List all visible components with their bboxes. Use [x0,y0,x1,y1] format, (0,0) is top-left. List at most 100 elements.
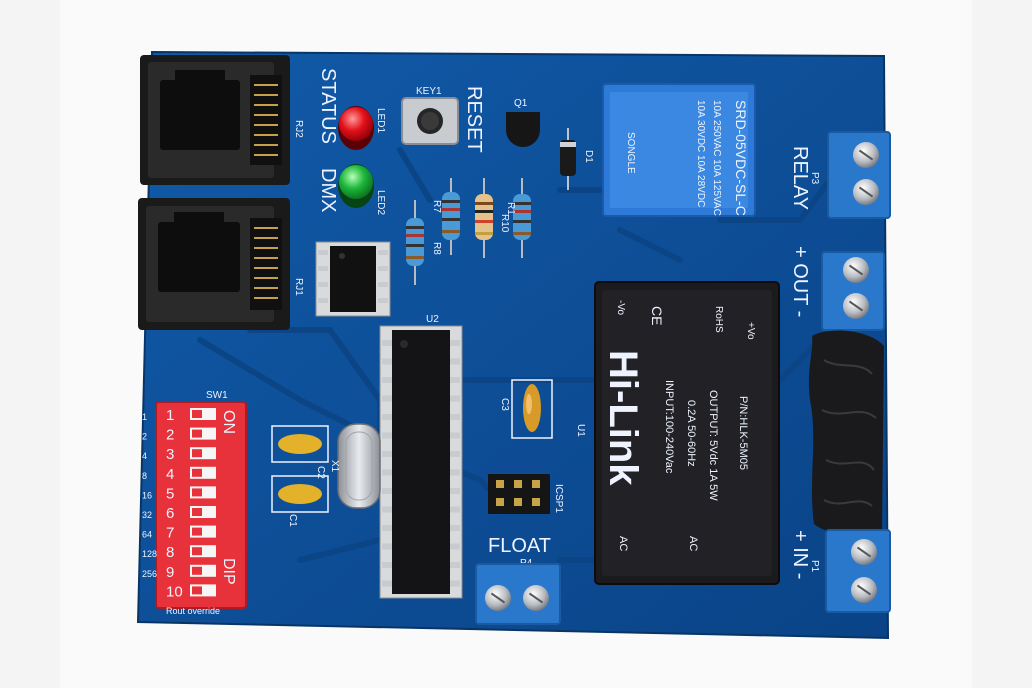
dip-on-label: ON [220,410,237,434]
terminal-block-in [825,529,891,613]
dip-switch-knob[interactable] [192,449,202,458]
rj45-connector-rj2 [140,55,290,185]
module-brand: Hi-Link [601,350,645,486]
module-ac-1: AC [617,536,629,551]
dip-switch-knob[interactable] [192,566,202,575]
dip-weight-number: 2 [142,432,147,442]
mcu-pin [450,469,460,476]
module-part-number: P/N:HLK-5M05 [737,396,749,470]
dip-switch-knob[interactable] [192,488,202,497]
label-c1: C1 [287,514,298,527]
mcu-pin [450,525,460,531]
dip-weight-number: 16 [142,490,152,500]
relay-rating-line2: 10A 30VDC 10A 28VDC [695,100,706,207]
insulation-texture [821,359,877,507]
mcu-pin [450,340,460,346]
dip-position-number: 3 [166,446,174,463]
mcu-pin [382,580,392,587]
dip-switch-knob[interactable] [192,468,202,477]
resistor-r8 [406,200,424,285]
dip-weight-number: 4 [142,451,147,461]
mcu-pin [382,506,392,513]
mcu-pin [450,488,460,494]
diode-d1 [560,128,576,190]
led-red-status [338,106,374,150]
label-u1: U1 [575,424,586,437]
mcu-pin [382,377,392,383]
label-out: + OUT - [789,246,811,317]
label-u2: U2 [426,314,439,325]
terminal-block-out [821,251,885,331]
dip-position-number: 7 [166,525,174,542]
module-ce-mark: CE [649,306,665,325]
dip-weight-number: 64 [142,530,152,540]
mcu-pin [382,358,392,365]
mcu-pin [450,395,460,402]
module-rohs: RoHS [713,306,724,333]
dip-weight-number: 1 [142,412,147,422]
label-r7: R7 [431,200,442,213]
mcu-pin [382,488,392,494]
resistor-r7 [442,178,460,255]
label-x1: X1 [329,460,340,473]
module-plus-vo: +Vo [745,322,756,340]
rj45-connector-rj1 [138,198,290,330]
label-status: STATUS [317,68,339,144]
mcu-pin [450,432,460,439]
mcu-pin [450,580,460,587]
mcu-pin [450,543,460,550]
mcu-pin [382,469,392,476]
dip-position-number: 8 [166,544,174,561]
dip-switch-knob[interactable] [192,429,202,438]
dip-switch-knob[interactable] [192,547,202,556]
resistor-r1 [513,178,531,258]
label-q1: Q1 [514,98,528,109]
label-relay: RELAY [789,146,811,210]
power-module-hilink [594,281,780,585]
label-override: Rout override [166,606,220,616]
mcu-pin [382,395,392,402]
dip-position-number: 10 [166,583,183,600]
led-green-dmx [338,164,374,208]
label-d1: D1 [583,150,594,163]
dip-position-number: 4 [166,466,174,483]
dip-position-number: 5 [166,485,174,502]
label-led1: LED1 [375,108,386,133]
capacitor-c1 [271,475,329,513]
mcu-pin [450,377,460,383]
dip-switch-knob[interactable] [192,586,202,595]
dip-position-number: 1 [166,407,174,424]
dip-weight-number: 8 [142,471,147,481]
label-dmx: DMX [317,168,339,212]
mcu-pin [382,543,392,550]
dip-switch[interactable] [155,401,247,609]
terminal-block-relay [827,131,891,219]
mcu-pin [382,451,392,457]
label-p3: P3 [809,172,820,185]
module-output: OUTPUT: 5Vdc 1A 5W [707,390,719,501]
label-reset: RESET [463,86,485,153]
mcu-pin [382,525,392,531]
relay-model-text: SRD-05VDC-SL-C [733,100,749,216]
label-key1: KEY1 [416,86,442,97]
mcu-pin [382,340,392,346]
reset-button[interactable] [401,97,459,145]
label-r8: R8 [431,242,442,255]
dip-weight-number: 128 [142,549,157,559]
dip-switch-knob[interactable] [192,410,202,418]
dip-switch-knob[interactable] [192,527,202,536]
relay-rating-line1: 10A 250VAC 10A 125VAC [711,100,722,216]
label-in: + IN - [789,530,811,579]
label-r10: R10 [499,214,510,233]
dip-switch-knob[interactable] [192,508,202,516]
microcontroller-ic [379,325,463,599]
mcu-pin [382,432,392,439]
crystal-x1 [337,423,381,509]
dip-dip-label: DIP [220,558,237,585]
transistor-q1 [506,112,540,147]
dip-weight-number: 256 [142,569,157,579]
module-input: INPUT:100-240Vac [663,380,675,474]
